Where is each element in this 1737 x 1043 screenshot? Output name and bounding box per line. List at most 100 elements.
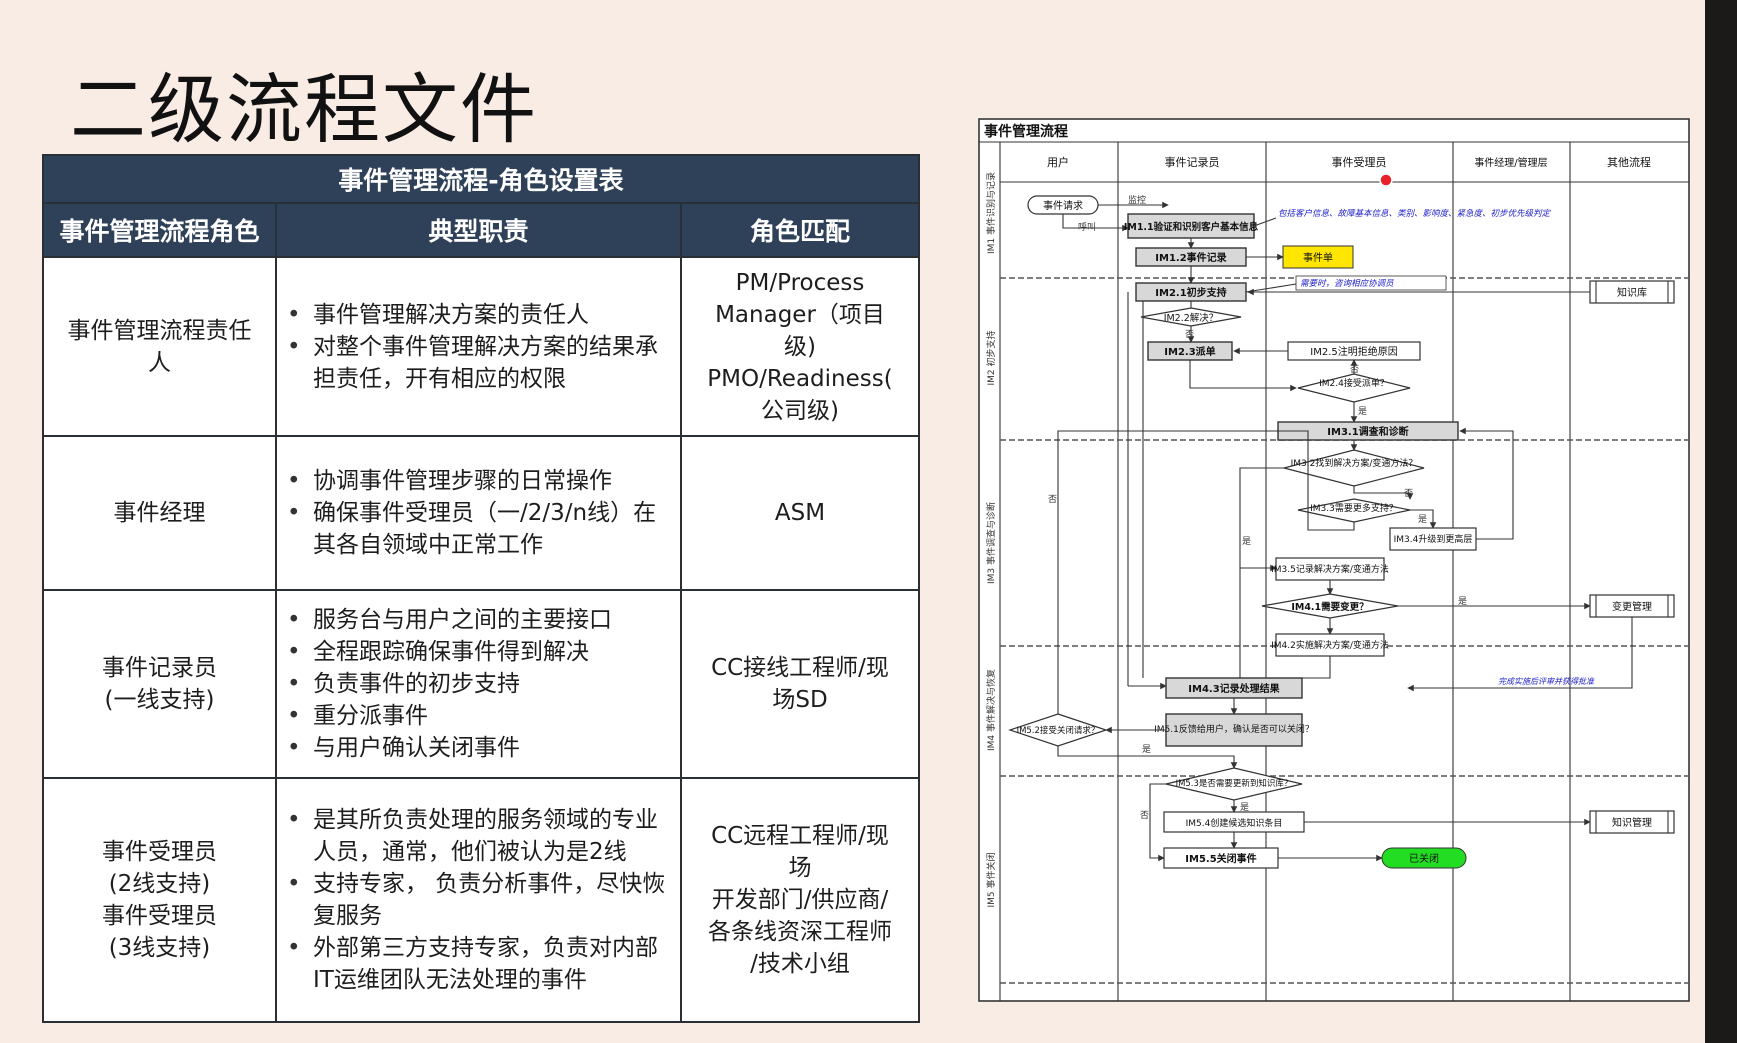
node-im53-label: IM5.3是否需要更新到知识库？ bbox=[1176, 778, 1293, 789]
pointer-marker bbox=[1379, 173, 1393, 187]
match-line: PM/Process bbox=[735, 269, 865, 296]
duty-item: 与用户确认关闭事件 bbox=[287, 732, 670, 764]
node-closed-label: 已关闭 bbox=[1409, 852, 1439, 865]
note-consult: 需要时，咨询相应协调员 bbox=[1300, 278, 1394, 289]
flow-arrow bbox=[1278, 430, 1355, 531]
duty-item: 对整个事件管理解决方案的结果承担责任，开有相应的权限 bbox=[287, 331, 670, 395]
node-im42-label: IM4.2实施解决方案/变通方法 bbox=[1271, 639, 1389, 651]
lane-manager: 事件经理/管理层 bbox=[1474, 156, 1547, 169]
note-connector bbox=[1253, 217, 1277, 227]
match-line: ASM bbox=[774, 500, 826, 526]
role-cell: 事件管理流程责任 人 bbox=[42, 256, 277, 437]
role-line: 事件经理 bbox=[113, 500, 206, 526]
duty-cell: 服务台与用户之间的主要接口 全程跟踪确保事件得到解决 负责事件的初步支持 重分派… bbox=[275, 589, 682, 779]
duty-cell: 事件管理解决方案的责任人 对整个事件管理解决方案的结果承担责任，开有相应的权限 bbox=[275, 256, 682, 437]
role-line: 事件记录员 bbox=[102, 655, 217, 681]
label-yes: 是 bbox=[1142, 744, 1151, 755]
flow-arrow bbox=[1189, 360, 1297, 392]
table-row: 事件记录员 (一线支持) 服务台与用户之间的主要接口 全程跟踪确保事件得到解决 … bbox=[42, 589, 920, 779]
node-im23-label: IM2.3派单 bbox=[1164, 345, 1215, 358]
table-caption: 事件管理流程-角色设置表 bbox=[42, 154, 920, 204]
node-im11-label: IM1.1验证和识别客户基本信息 bbox=[1124, 221, 1259, 233]
node-im55-label: IM5.5关闭事件 bbox=[1185, 852, 1256, 865]
label-yes: 是 bbox=[1242, 536, 1251, 547]
match-line: PMO/Readiness( bbox=[707, 365, 893, 392]
label-yes: 是 bbox=[1358, 406, 1367, 417]
role-line: (一线支持) bbox=[104, 687, 215, 713]
role-line: (2线支持) bbox=[108, 871, 211, 897]
node-closed bbox=[1381, 847, 1467, 869]
header-match: 角色匹配 bbox=[680, 202, 920, 258]
duty-cell: 是其所负责处理的服务领域的专业人员，通常，他们被认为是2线 支持专家， 负责分析… bbox=[275, 777, 682, 1023]
flow-arrow bbox=[1057, 746, 1238, 769]
header-duty: 典型职责 bbox=[275, 202, 682, 258]
match-line: 开发部门/供应商/ bbox=[711, 887, 889, 913]
node-ticket bbox=[1282, 245, 1354, 269]
phase-label: IM2 初步支持 bbox=[985, 330, 997, 385]
node-im43-label: IM4.3记录处理结果 bbox=[1188, 682, 1280, 695]
duty-item: 外部第三方支持专家，负责对内部IT运维团队无法处理的事件 bbox=[287, 932, 670, 996]
match-line: 各条线资深工程师 bbox=[708, 919, 892, 945]
role-cell: 事件记录员 (一线支持) bbox=[42, 589, 277, 779]
flowchart: 事件管理流程 用户 事件记录员 事件受理员 事件经理/管理层 其他流程 IM1 … bbox=[978, 118, 1690, 1002]
duty-item: 事件管理解决方案的责任人 bbox=[287, 299, 670, 331]
node-im54-label: IM5.4创建候选知识条目 bbox=[1186, 817, 1283, 829]
node-im41-label: IM4.1需要变更？ bbox=[1291, 601, 1368, 613]
node-im21-label: IM2.1初步支持 bbox=[1155, 286, 1226, 299]
phase-label: IM5 事件关闭 bbox=[985, 852, 997, 907]
lane-other: 其他流程 bbox=[1607, 155, 1651, 169]
role-table: 事件管理流程-角色设置表 事件管理流程角色 典型职责 角色匹配 事件管理流程责任… bbox=[42, 154, 920, 1023]
match-line: 场 bbox=[788, 855, 812, 881]
flow-arrow bbox=[1057, 430, 1278, 718]
match-cell: CC接线工程师/现 场SD bbox=[680, 589, 920, 779]
node-im24-label: IM2.4接受派单？ bbox=[1319, 377, 1389, 389]
flow-arrow bbox=[1353, 486, 1414, 500]
node-im32-label: IM3.2找到解决方案/变通方法？ bbox=[1291, 457, 1418, 469]
node-request-label: 事件请求 bbox=[1043, 199, 1083, 212]
node-im12-label: IM1.2事件记录 bbox=[1155, 251, 1226, 264]
label-no: 否 bbox=[1140, 810, 1149, 821]
label-no: 否 bbox=[1048, 494, 1057, 505]
duty-item: 重分派事件 bbox=[287, 700, 670, 732]
node-im33-label: IM3.3需要更多支持？ bbox=[1310, 502, 1398, 514]
node-kb-label: 知识库 bbox=[1617, 286, 1647, 299]
phase-label: IM4 事件解决与恢复 bbox=[985, 669, 997, 751]
match-line: 场SD bbox=[772, 687, 828, 713]
label-no: 否 bbox=[1185, 329, 1194, 340]
flow-arrow bbox=[1062, 214, 1129, 232]
table-row: 事件经理 协调事件管理步骤的日常操作 确保事件受理员（一/2/3/n线）在其各自… bbox=[42, 435, 920, 591]
node-im31-label: IM3.1调查和诊断 bbox=[1327, 425, 1408, 438]
match-line: 级) bbox=[784, 333, 816, 360]
node-km bbox=[1589, 810, 1675, 834]
flow-arrow bbox=[1407, 617, 1633, 692]
duty-item: 支持专家， 负责分析事件，尽快恢复服务 bbox=[287, 868, 670, 932]
table-row: 事件受理员 (2线支持) 事件受理员 (3线支持) 是其所负责处理的服务领域的专… bbox=[42, 777, 920, 1023]
label-monitor: 监控 bbox=[1128, 194, 1146, 206]
node-ticket-label: 事件单 bbox=[1303, 251, 1333, 264]
lane-recorder: 事件记录员 bbox=[1165, 156, 1220, 169]
duty-item: 全程跟踪确保事件得到解决 bbox=[287, 636, 670, 668]
label-yes: 是 bbox=[1240, 802, 1249, 813]
role-line: 事件受理员 bbox=[102, 839, 217, 865]
match-line: Manager（项目 bbox=[715, 301, 885, 328]
role-line: (3线支持) bbox=[108, 935, 211, 961]
node-km-label: 知识管理 bbox=[1612, 816, 1652, 829]
note-review: 完成实施后评审并获得批准 bbox=[1498, 677, 1595, 686]
node-im22-label: IM2.2解决？ bbox=[1164, 312, 1219, 324]
node-im25-label: IM2.5注明拒绝原因 bbox=[1310, 345, 1397, 358]
match-line: 公司级) bbox=[761, 397, 839, 424]
node-note-consult bbox=[1295, 275, 1447, 291]
window-edge bbox=[1705, 0, 1737, 1043]
duty-cell: 协调事件管理步骤的日常操作 确保事件受理员（一/2/3/n线）在其各自领域中正常… bbox=[275, 435, 682, 591]
match-line: CC接线工程师/现 bbox=[711, 655, 889, 681]
duty-item: 负责事件的初步支持 bbox=[287, 668, 670, 700]
role-cell: 事件受理员 (2线支持) 事件受理员 (3线支持) bbox=[42, 777, 277, 1023]
node-im51-label: IM5.1反馈给用户，确认是否可以关闭？ bbox=[1154, 723, 1314, 735]
flow-arrow bbox=[1410, 509, 1437, 529]
flowchart-svg: 事件管理流程 用户 事件记录员 事件受理员 事件经理/管理层 其他流程 IM1 … bbox=[978, 118, 1690, 1002]
role-line: 事件管理流程责任 bbox=[67, 317, 252, 344]
match-cell: PM/Process Manager（项目 级) PMO/Readiness( … bbox=[680, 256, 920, 437]
flow-arrow bbox=[1239, 467, 1284, 572]
header-role: 事件管理流程角色 bbox=[42, 202, 277, 258]
note-connector bbox=[1245, 283, 1297, 293]
